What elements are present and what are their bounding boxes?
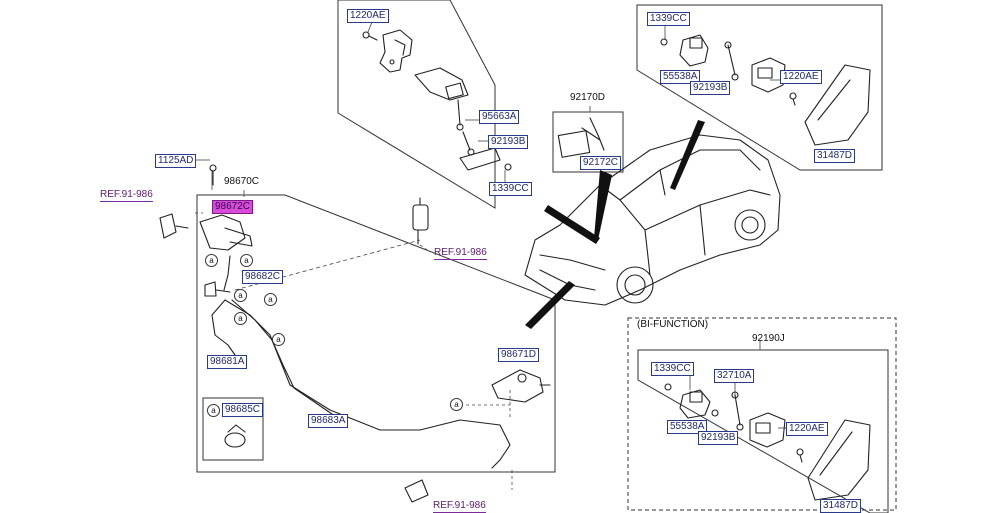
screw-icon-bi [796, 448, 804, 463]
part-label-92172c[interactable]: 92172C [580, 156, 622, 170]
washer-nozzle-icon [199, 214, 253, 251]
clip-box [202, 397, 264, 461]
part-label-92193b-right[interactable]: 92193B [690, 81, 731, 95]
part-label-32710a[interactable]: 32710A [714, 369, 755, 383]
nut-icon [504, 163, 512, 171]
bolt-icon [362, 31, 378, 41]
part-label-98670c[interactable]: 98670C [224, 176, 260, 187]
part-label-1220ae-top[interactable]: 1220AE [347, 9, 389, 23]
bi-function-box [627, 317, 897, 511]
screw-icon-1125ad [209, 164, 217, 186]
screw-icon-right [789, 92, 797, 106]
part-label-92170d[interactable]: 92170D [570, 92, 606, 103]
link-rod-right-icon [724, 41, 739, 81]
callout-marker: a [450, 398, 463, 411]
side-nozzle-icon [159, 213, 189, 239]
leveling-sensor-icon [414, 67, 469, 131]
part-label-31487d-bi[interactable]: 31487D [820, 499, 862, 513]
part-label-95663a[interactable]: 95663A [479, 110, 520, 124]
bi-sensor-icon [711, 409, 786, 448]
part-label-98681a[interactable]: 98681A [207, 355, 248, 369]
part-label-98671d[interactable]: 98671D [498, 348, 540, 362]
rear-sensor-icon [751, 57, 786, 93]
part-label-98682c[interactable]: 98682C [242, 270, 284, 284]
ref-link-mid[interactable]: REF.91-986 [434, 247, 487, 260]
callout-marker: a [272, 333, 285, 346]
nut-icon-bi [664, 383, 672, 391]
mounting-plate-bi-icon [807, 419, 871, 501]
ref-link-left[interactable]: REF.91-986 [100, 189, 153, 202]
callout-marker: a [205, 254, 218, 267]
callout-marker: a [240, 254, 253, 267]
nut-icon-right [660, 38, 668, 46]
mounting-plate-icon [804, 64, 871, 146]
part-label-1220ae-bi[interactable]: 1220AE [786, 422, 828, 436]
part-label-92190j[interactable]: 92190J [752, 333, 785, 344]
part-label-31487d-right[interactable]: 31487D [814, 149, 856, 163]
sensor-bracket-bi-icon [679, 389, 711, 419]
part-label-98672c[interactable]: 98672C [212, 200, 254, 214]
part-label-1339cc-top[interactable]: 1339CC [489, 182, 532, 196]
hose-icon [211, 299, 511, 469]
callout-marker: a [234, 289, 247, 302]
car-icon [524, 134, 781, 306]
callout-marker: a [234, 312, 247, 325]
part-label-1125ad[interactable]: 1125AD [155, 154, 197, 168]
link-rod-bi-icon [731, 391, 744, 431]
part-label-1339cc-bi[interactable]: 1339CC [651, 362, 694, 376]
upper-sensor-box [337, 0, 496, 209]
callout-marker: a [264, 293, 277, 306]
washer-motor-icon [412, 197, 429, 245]
part-label-98683a[interactable]: 98683A [308, 414, 349, 428]
rear-sensor-box [636, 4, 883, 171]
module-box [552, 111, 624, 173]
pointer-arrows [525, 120, 705, 329]
part-label-55538a-bi[interactable]: 55538A [667, 420, 708, 434]
headlamp-bracket-icon [379, 29, 413, 73]
hose-clip-icon [224, 424, 246, 448]
part-label-55538a-right[interactable]: 55538A [660, 70, 701, 84]
washer-box [196, 194, 556, 473]
link-rod-icon [459, 131, 501, 171]
part-label-1220ae-right[interactable]: 1220AE [780, 70, 822, 84]
bi-function-title: (BI-FUNCTION) [637, 319, 709, 330]
nozzle-cap-icon [404, 479, 429, 503]
control-module-icon [557, 117, 605, 158]
callout-marker: a [207, 404, 220, 417]
part-label-92193b-bi[interactable]: 92193B [698, 431, 739, 445]
sensor-bracket-icon [679, 34, 709, 67]
rear-nozzle-icon [491, 369, 551, 403]
bi-sensor-box [637, 349, 889, 513]
ref-link-bottom[interactable]: REF.91-986 [433, 500, 486, 513]
hose-connector-icon [204, 255, 231, 297]
part-label-92193b-top[interactable]: 92193B [488, 135, 529, 149]
part-label-98685c[interactable]: 98685C [222, 403, 264, 417]
part-label-1339cc-right[interactable]: 1339CC [647, 12, 690, 26]
